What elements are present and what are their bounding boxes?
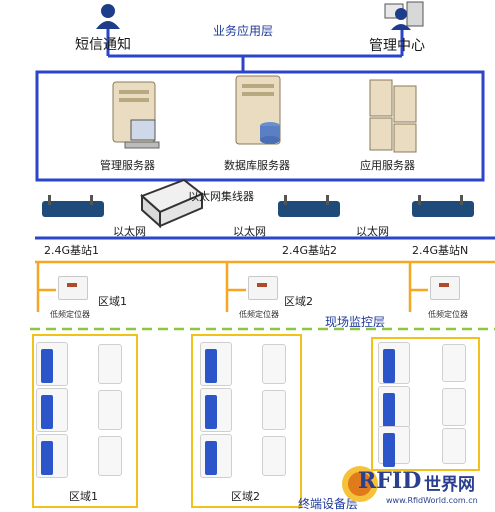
logo-globe-icon <box>342 466 378 502</box>
logo-letters: RFID <box>358 468 422 494</box>
hub-label: 以太网集线器 <box>188 190 254 203</box>
lf-locator-n-label: 低频定位器 <box>428 310 468 319</box>
zone3-box <box>371 337 480 471</box>
tag-card <box>98 436 122 476</box>
tag-card <box>442 388 466 426</box>
tag-card <box>200 388 232 432</box>
base-station-1-label: 2.4G基站1 <box>44 244 100 257</box>
tag-card <box>262 390 286 430</box>
zone1-top-label: 区域1 <box>98 295 127 308</box>
zone2-top-label: 区域2 <box>284 295 313 308</box>
tag-card <box>98 344 122 384</box>
base-station-2-icon <box>276 193 342 225</box>
tag-card <box>98 390 122 430</box>
logo-url: www.RfidWorld.com.cn <box>386 496 478 505</box>
tag-card <box>262 344 286 384</box>
base-station-1-icon <box>40 193 106 225</box>
tag-card <box>262 436 286 476</box>
ethernet-label-2: 以太网 <box>233 225 266 238</box>
lf-locator-1-label: 低频定位器 <box>50 310 90 319</box>
lf-locator-n-icon <box>430 276 460 300</box>
tag-card <box>442 428 466 464</box>
sms-label: 短信通知 <box>75 37 131 53</box>
base-station-2-label: 2.4G基站2 <box>282 244 338 257</box>
tag-card <box>200 434 232 478</box>
app-server-icon <box>366 78 422 158</box>
lf-locator-1-icon <box>58 276 88 300</box>
user-icon <box>95 3 121 33</box>
app-server-label: 应用服务器 <box>360 159 415 172</box>
db-server-icon <box>228 74 288 154</box>
ethernet-hub-icon <box>138 178 204 234</box>
terminal-layer-label: 终端设备层 <box>298 497 359 511</box>
tag-card <box>378 426 410 467</box>
tag-card <box>200 342 232 386</box>
base-station-n-icon <box>410 193 476 225</box>
zone1-box <box>32 334 138 508</box>
field-layer-label: 现场监控层 <box>325 315 386 329</box>
lf-locator-2-icon <box>248 276 278 300</box>
tag-card <box>442 344 466 382</box>
mgmt-center-label: 管理中心 <box>369 38 425 54</box>
logo-text: 世界网 <box>424 475 475 495</box>
zone1-bottom-label: 区域1 <box>69 490 98 503</box>
ethernet-label-3: 以太网 <box>356 225 389 238</box>
mgmt-server-label: 管理服务器 <box>100 159 155 172</box>
tag-card <box>36 342 68 386</box>
ethernet-label-1: 以太网 <box>113 225 146 238</box>
zone2-box <box>191 334 302 508</box>
app-layer-label: 业务应用层 <box>213 24 274 38</box>
tag-card <box>36 434 68 478</box>
tag-card <box>378 386 410 428</box>
mgmt-server-icon <box>103 80 163 158</box>
admin-computer-icon <box>383 0 427 34</box>
base-station-n-label: 2.4G基站N <box>412 244 469 257</box>
zone2-bottom-label: 区域2 <box>231 490 260 503</box>
rfidworld-logo: RFID 世界网 www.RfidWorld.com.cn <box>340 462 492 510</box>
tag-card <box>378 342 410 384</box>
lf-locator-2-label: 低频定位器 <box>239 310 279 319</box>
tag-card <box>36 388 68 432</box>
server-frame <box>35 70 485 182</box>
db-server-label: 数据库服务器 <box>224 159 290 172</box>
